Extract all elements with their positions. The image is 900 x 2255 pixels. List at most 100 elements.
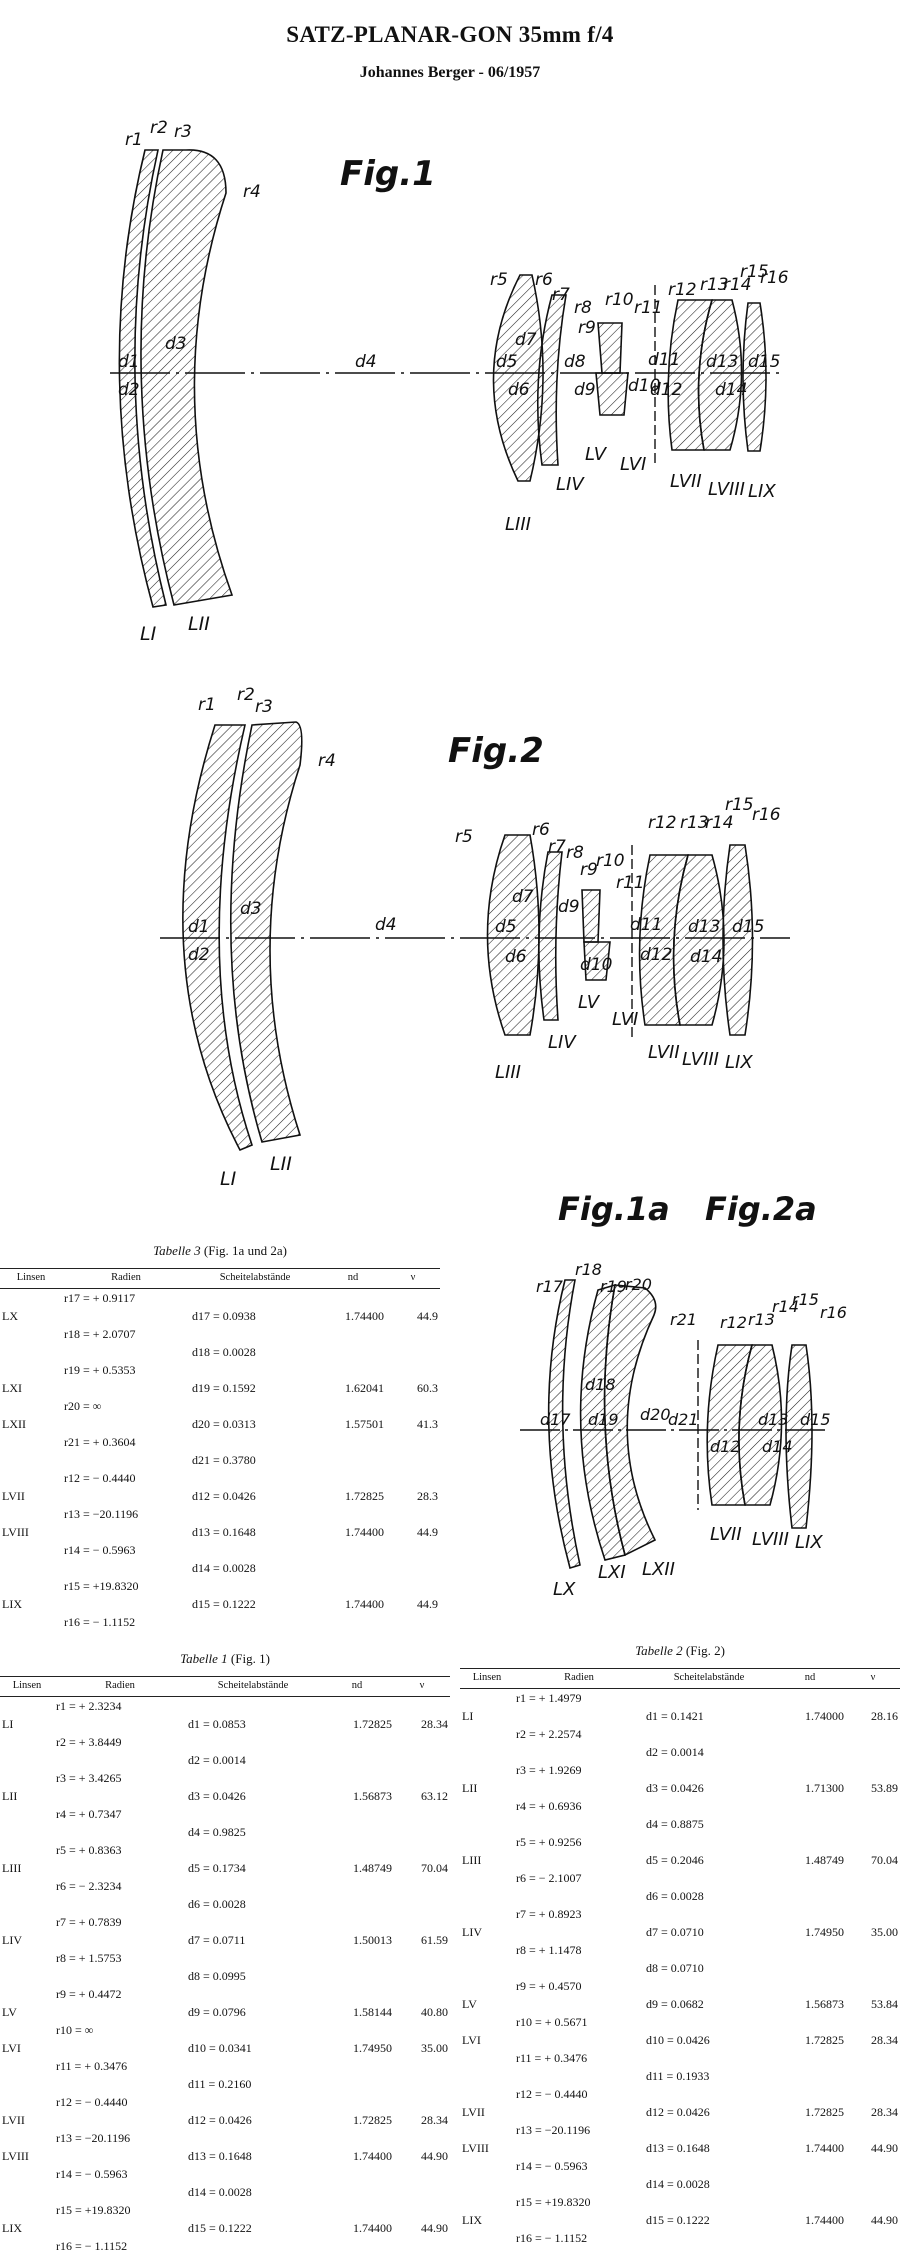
table-row: d14 = 0.0028 — [0, 2183, 450, 2201]
nu-cell: 44.90 — [421, 2220, 448, 2235]
nd-cell — [774, 2157, 846, 2175]
radius-cell: r13 = −20.1196 — [64, 1506, 139, 1521]
table-row: r12 = − 0.4440 — [0, 1469, 440, 1487]
spacing-cell: d13 = 0.1648 — [188, 2148, 252, 2163]
table-row: r11 = + 0.3476 — [460, 2049, 900, 2067]
radius-cell — [514, 2031, 644, 2049]
radius-cell: r11 = + 0.3476 — [56, 2058, 128, 2073]
lens-cell — [0, 1577, 62, 1595]
spacing-cell — [186, 1877, 320, 1895]
nu-cell — [394, 1895, 450, 1913]
nd-cell — [320, 1823, 394, 1841]
nu-cell — [846, 1689, 900, 1708]
fig1a-label-d19: d19 — [588, 1410, 619, 1429]
spacing-cell: d3 = 0.0426 — [646, 1780, 704, 1795]
table1-header-nu: ν — [394, 1676, 450, 1697]
radius-cell — [62, 1343, 190, 1361]
nu-cell — [386, 1451, 440, 1469]
fig2-label-r8: r8 — [566, 843, 584, 863]
fig1a-label-LXII: LXII — [642, 1559, 675, 1580]
lens-cell — [460, 2193, 514, 2211]
spacing-cell — [644, 1725, 774, 1743]
lens-cell — [0, 2021, 54, 2039]
nd-cell — [774, 2067, 846, 2085]
spacing-cell — [190, 1505, 320, 1523]
lens-cell — [0, 1913, 54, 1931]
nu-cell — [394, 1877, 450, 1895]
nu-cell — [394, 1769, 450, 1787]
nu-cell — [386, 1559, 440, 1577]
table-row: r11 = + 0.3476 — [0, 2057, 450, 2075]
table-row: r17 = + 0.9117 — [0, 1289, 440, 1308]
fig1-label-d2: d2 — [118, 380, 140, 400]
fig1-lens-L5 — [597, 322, 623, 374]
lens-cell — [0, 2201, 54, 2219]
spacing-cell: d19 = 0.1592 — [192, 1380, 256, 1395]
table-row: r10 = + 0.5671 — [460, 2013, 900, 2031]
nd-cell — [774, 2085, 846, 2103]
nu-cell — [394, 1913, 450, 1931]
spacing-cell: d21 = 0.3780 — [192, 1452, 256, 1467]
nd-cell — [774, 1833, 846, 1851]
fig1a-lens-L8 — [738, 1344, 783, 1506]
table-row: r16 = − 1.1152 — [0, 1613, 440, 1631]
radius-cell — [514, 2175, 644, 2193]
radius-cell — [514, 1779, 644, 1797]
spacing-cell: d8 = 0.0995 — [188, 1968, 246, 1983]
fig1-label-L5: LV — [585, 444, 608, 465]
nu-cell — [394, 1751, 450, 1769]
fig2-lens-L2 — [230, 721, 303, 1143]
table-row: r19 = + 0.5353 — [0, 1361, 440, 1379]
fig1-label-d7: d7 — [515, 330, 537, 350]
lens-cell — [460, 1941, 514, 1959]
radius-cell — [54, 2111, 186, 2129]
spacing-cell — [644, 1977, 774, 1995]
fig1a-label-d18: d18 — [585, 1375, 616, 1394]
fig1-label-d6: d6 — [508, 380, 530, 400]
nd-cell — [320, 1361, 386, 1379]
radius-cell: r12 = − 0.4440 — [56, 2094, 128, 2109]
radius-cell — [62, 1595, 190, 1613]
fig1a-label-r16: r16 — [820, 1303, 847, 1322]
lens-cell — [0, 1397, 62, 1415]
fig1-label-L3: LIII — [505, 514, 531, 535]
spacing-cell: d2 = 0.0014 — [188, 1752, 246, 1767]
radius-cell: r10 = ∞ — [56, 2022, 94, 2037]
radius-cell — [54, 2183, 186, 2201]
lens-cell: LVII — [2, 2112, 25, 2127]
table-row: d14 = 0.0028 — [460, 2175, 900, 2193]
nd-cell: 1.57501 — [345, 1416, 384, 1431]
nu-cell — [394, 1841, 450, 1859]
table-row: r7 = + 0.8923 — [460, 1905, 900, 1923]
spacing-cell — [190, 1433, 320, 1451]
spacing-cell: d8 = 0.0710 — [646, 1960, 704, 1975]
table-row: r15 = +19.8320 — [0, 1577, 440, 1595]
fig2-label-d5: d5 — [495, 917, 517, 937]
radius-cell — [62, 1415, 190, 1433]
radius-cell: r9 = + 0.4472 — [56, 1986, 122, 2001]
fig1-label-L8: LVIII — [708, 479, 745, 500]
table2-header-linsen: Linsen — [460, 1668, 514, 1689]
fig1-label-r6: r6 — [535, 270, 553, 290]
table3-header-nu: ν — [386, 1268, 440, 1289]
fig1-lens-L2 — [140, 149, 234, 606]
table-row: r21 = + 0.3604 — [0, 1433, 440, 1451]
nd-cell: 1.72825 — [353, 2112, 392, 2127]
spacing-cell — [190, 1361, 320, 1379]
spacing-cell: d12 = 0.0426 — [192, 1488, 256, 1503]
fig2-label-r12: r12 — [648, 813, 677, 833]
nu-cell — [846, 1815, 900, 1833]
nd-cell — [320, 1613, 386, 1631]
table-row: r3 = + 3.4265 — [0, 1769, 450, 1787]
nd-cell — [320, 1895, 394, 1913]
nu-cell — [386, 1343, 440, 1361]
nu-cell: 28.34 — [871, 2032, 898, 2047]
spacing-cell: d14 = 0.0028 — [646, 2176, 710, 2191]
table-row: d6 = 0.0028 — [460, 1887, 900, 1905]
nu-cell: 44.9 — [417, 1524, 438, 1539]
radius-cell: r2 = + 2.2574 — [516, 1726, 582, 1741]
fig1a-label-d21: d21 — [668, 1410, 699, 1429]
table-row: r6 = − 2.3234 — [0, 1877, 450, 1895]
